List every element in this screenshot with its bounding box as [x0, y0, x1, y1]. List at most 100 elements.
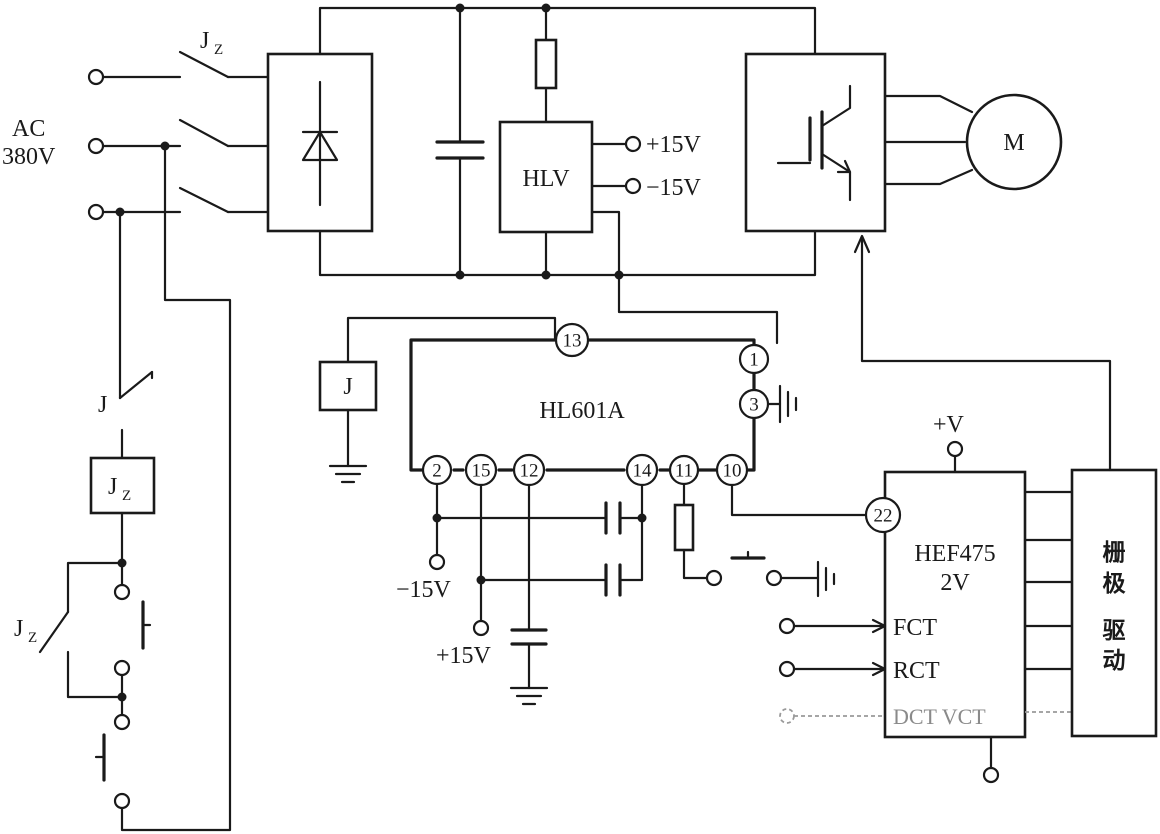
relay-contact-label: J: [98, 392, 107, 418]
pin-13-label: 13: [563, 331, 582, 352]
rct-terminal: [778, 660, 796, 678]
pin-22: [864, 496, 902, 534]
pin-2-label: 2: [432, 461, 442, 482]
fct-terminal: [778, 617, 796, 635]
rectifier-block: [266, 52, 374, 233]
start-button-terminal-top: [113, 583, 131, 601]
contactor-switch-1: [178, 50, 230, 79]
hlv-minus-label: −15V: [646, 175, 702, 201]
motor-lead-3: [883, 168, 974, 186]
hl601a-outline: [409, 338, 756, 472]
pin-15-label: 15: [472, 461, 491, 482]
pin-3-label: 3: [749, 395, 759, 416]
relay-j: J: [318, 316, 557, 484]
hlv-label: HLV: [522, 166, 570, 192]
motor: M: [965, 93, 1063, 191]
hef4752v-label-1: HEF475: [914, 541, 995, 567]
hef4752v-chip: HEF475 2V 22 +V FCT RCT DCT VCT: [778, 412, 1074, 784]
relay-feed-wire: [346, 316, 557, 364]
phase-terminal-1: [87, 68, 105, 86]
hlv-plus-terminal: [624, 135, 642, 153]
rct-label: RCT: [893, 658, 940, 684]
voltage-label: 380V: [2, 144, 56, 170]
aux-contact-label: J: [14, 616, 23, 642]
contactor-switch-2: [178, 118, 230, 148]
cap2-wire-right: [618, 576, 644, 582]
gate-driver-char-1: 栅: [1103, 540, 1126, 566]
phase-terminal-2: [87, 137, 105, 155]
pin-10-label: 10: [723, 461, 742, 482]
hlv-sense-wire: [590, 210, 779, 345]
dct-terminal: [779, 708, 795, 724]
resistor-icon: [534, 38, 558, 90]
reset-button-terminal-left: [705, 569, 723, 587]
capacitor-2-icon: [604, 563, 622, 597]
pin-11-resistor: [673, 503, 695, 552]
junction-pin-14: [637, 513, 647, 523]
ground-icon: [328, 464, 368, 484]
pin-1: [738, 343, 770, 375]
pos15-terminal: [472, 619, 490, 637]
igbt-arrow-icon: [836, 159, 852, 174]
gate-driver-char-4: 动: [1103, 648, 1126, 674]
dc-bus: [318, 3, 817, 280]
gate-signal-wire: [860, 238, 1112, 472]
hef4752v-box: [883, 470, 1027, 739]
gate-driver-box: [1070, 468, 1158, 738]
contactor-coil-sub: Z: [122, 488, 131, 504]
dc-bus-top: [318, 6, 817, 56]
hef4752v-label-2: 2V: [940, 570, 970, 596]
relay-coil-box: [318, 360, 378, 412]
fct-arrow-icon: [792, 618, 887, 634]
hlv-plus-label: +15V: [646, 132, 702, 158]
ac-input: AC 380V J Z: [2, 28, 270, 221]
start-button-terminal-bottom: [113, 659, 131, 677]
hef-bottom-terminal: [982, 766, 1000, 784]
stop-button-terminal-top: [113, 713, 131, 731]
pin-10-to-22-wire: [730, 483, 868, 517]
vplus-terminal: [946, 440, 964, 458]
motor-label: M: [1003, 130, 1024, 156]
reset-ground-icon: [816, 560, 836, 598]
hlv-minus-terminal: [624, 177, 642, 195]
hlv-block: HLV +15V −15V: [498, 120, 779, 345]
aux-contact-lower: [66, 650, 124, 699]
reset-button-terminal-right: [765, 569, 783, 587]
rct-arrow-icon: [792, 661, 887, 677]
capacitor-1-icon: [604, 501, 622, 535]
contactor-switch-3: [178, 186, 230, 214]
diode-icon: [301, 130, 339, 162]
pin-12-label: 12: [520, 461, 539, 482]
aux-contact-switch: [38, 610, 70, 654]
pin-22-label: 22: [874, 506, 893, 527]
aux-contact-sub: Z: [28, 630, 37, 646]
pos15-label: +15V: [436, 643, 492, 669]
pin-13: [554, 322, 590, 358]
contactor-control-circuit: J J Z J Z: [14, 144, 232, 832]
pin-3-ground-icon: [778, 384, 798, 424]
neg15-label: −15V: [396, 577, 452, 603]
contactor-coil-box: [89, 456, 156, 515]
ground-icon-2: [509, 686, 549, 706]
stop-button-terminal-bottom: [113, 792, 131, 810]
contactor-main-label: J: [200, 28, 209, 54]
gate-driver: 栅 极 驱 动: [853, 234, 1158, 738]
fct-label: FCT: [893, 615, 937, 641]
motor-lead-1: [883, 94, 974, 114]
inverter-block: [744, 52, 974, 233]
phase-terminal-3: [87, 203, 105, 221]
pin-11-label: 11: [675, 461, 693, 482]
pin-14-label: 14: [633, 461, 653, 482]
gate-signal-arrow-icon: [853, 234, 871, 254]
neg15-terminal: [428, 553, 446, 571]
relay-coil-label: J: [343, 374, 352, 400]
igbt-collector: [820, 84, 852, 128]
dc-bus-bottom: [318, 229, 817, 277]
reset-wire: [682, 548, 709, 580]
dct-vct-label: DCT VCT: [893, 704, 986, 729]
capacitor-3-icon: [510, 628, 548, 646]
motor-icon: [965, 93, 1063, 191]
hlv-box: [498, 120, 594, 234]
